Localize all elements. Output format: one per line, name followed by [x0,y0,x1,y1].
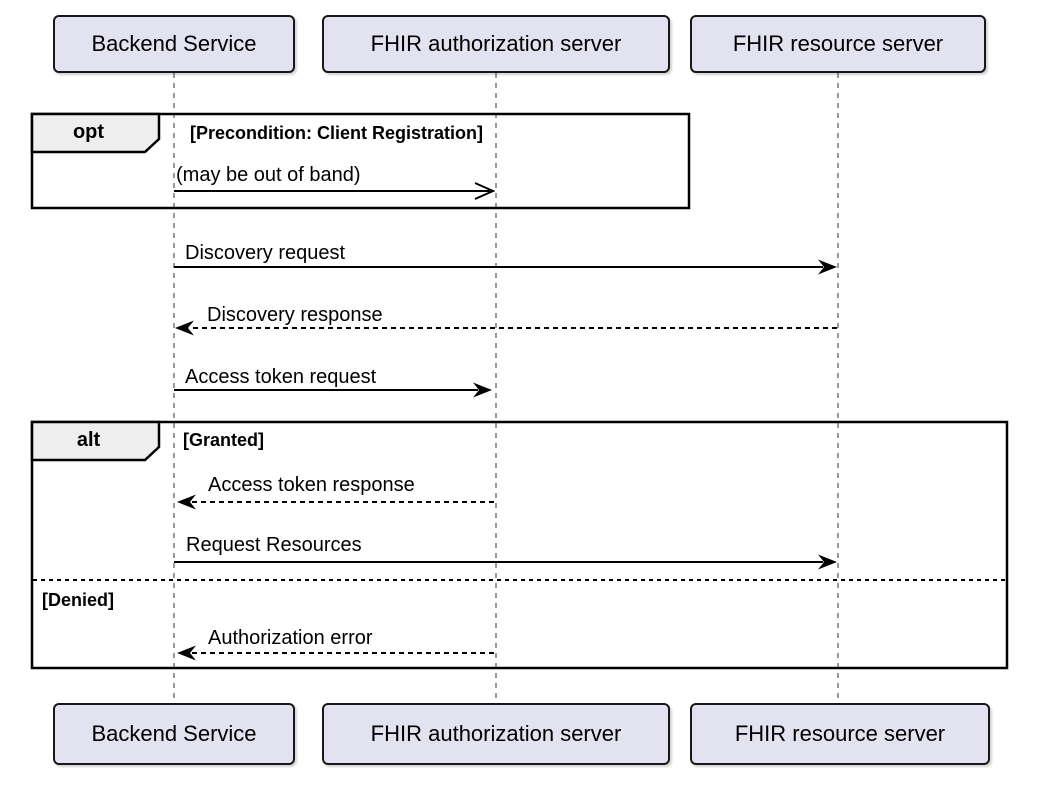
arrowhead-access-token-response [177,494,196,510]
alt-operator-label: alt [76,429,101,451]
message-label-discovery-request: Discovery request [185,242,346,264]
arrowhead-open-may-be-out-of-band [474,182,496,200]
message-label-may-be-out-of-band: (may be out of band) [176,164,361,186]
alt-fragment-frame [30,420,1009,670]
alt-guard-granted-label: [Granted] [183,430,264,450]
arrowhead-access-token-request [473,382,492,398]
alt-guard-denied-label: [Denied] [42,590,114,610]
opt-frame-border [30,112,691,210]
participant-backend-service-top: Backend Service [53,15,295,73]
message-label-discovery-response: Discovery response [207,304,383,326]
alt-frame-border [30,420,1009,670]
participant-fhir-authorization-server-bottom: FHIR authorization server [322,703,670,765]
arrowhead-request-resources [818,554,837,570]
alt-frame-tab [30,420,161,462]
message-label-access-token-request: Access token request [185,366,377,388]
opt-operator-label: opt [72,121,105,143]
arrowhead-discovery-request [818,259,837,275]
message-label-access-token-response: Access token response [208,474,415,496]
arrowhead-discovery-response [175,320,194,336]
opt-fragment-frame [30,112,691,210]
participant-fhir-resource-server-top: FHIR resource server [690,15,986,73]
opt-guard-label: [Precondition: Client Registration] [190,123,484,143]
message-label-authorization-error: Authorization error [208,627,373,649]
message-label-request-resources: Request Resources [186,534,362,556]
opt-frame-tab [30,112,161,154]
arrowhead-authorization-error [177,645,196,661]
participant-backend-service-bottom: Backend Service [53,703,295,765]
participant-fhir-authorization-server-top: FHIR authorization server [322,15,670,73]
message-arrows [174,182,837,661]
participant-fhir-resource-server-bottom: FHIR resource server [690,703,990,765]
